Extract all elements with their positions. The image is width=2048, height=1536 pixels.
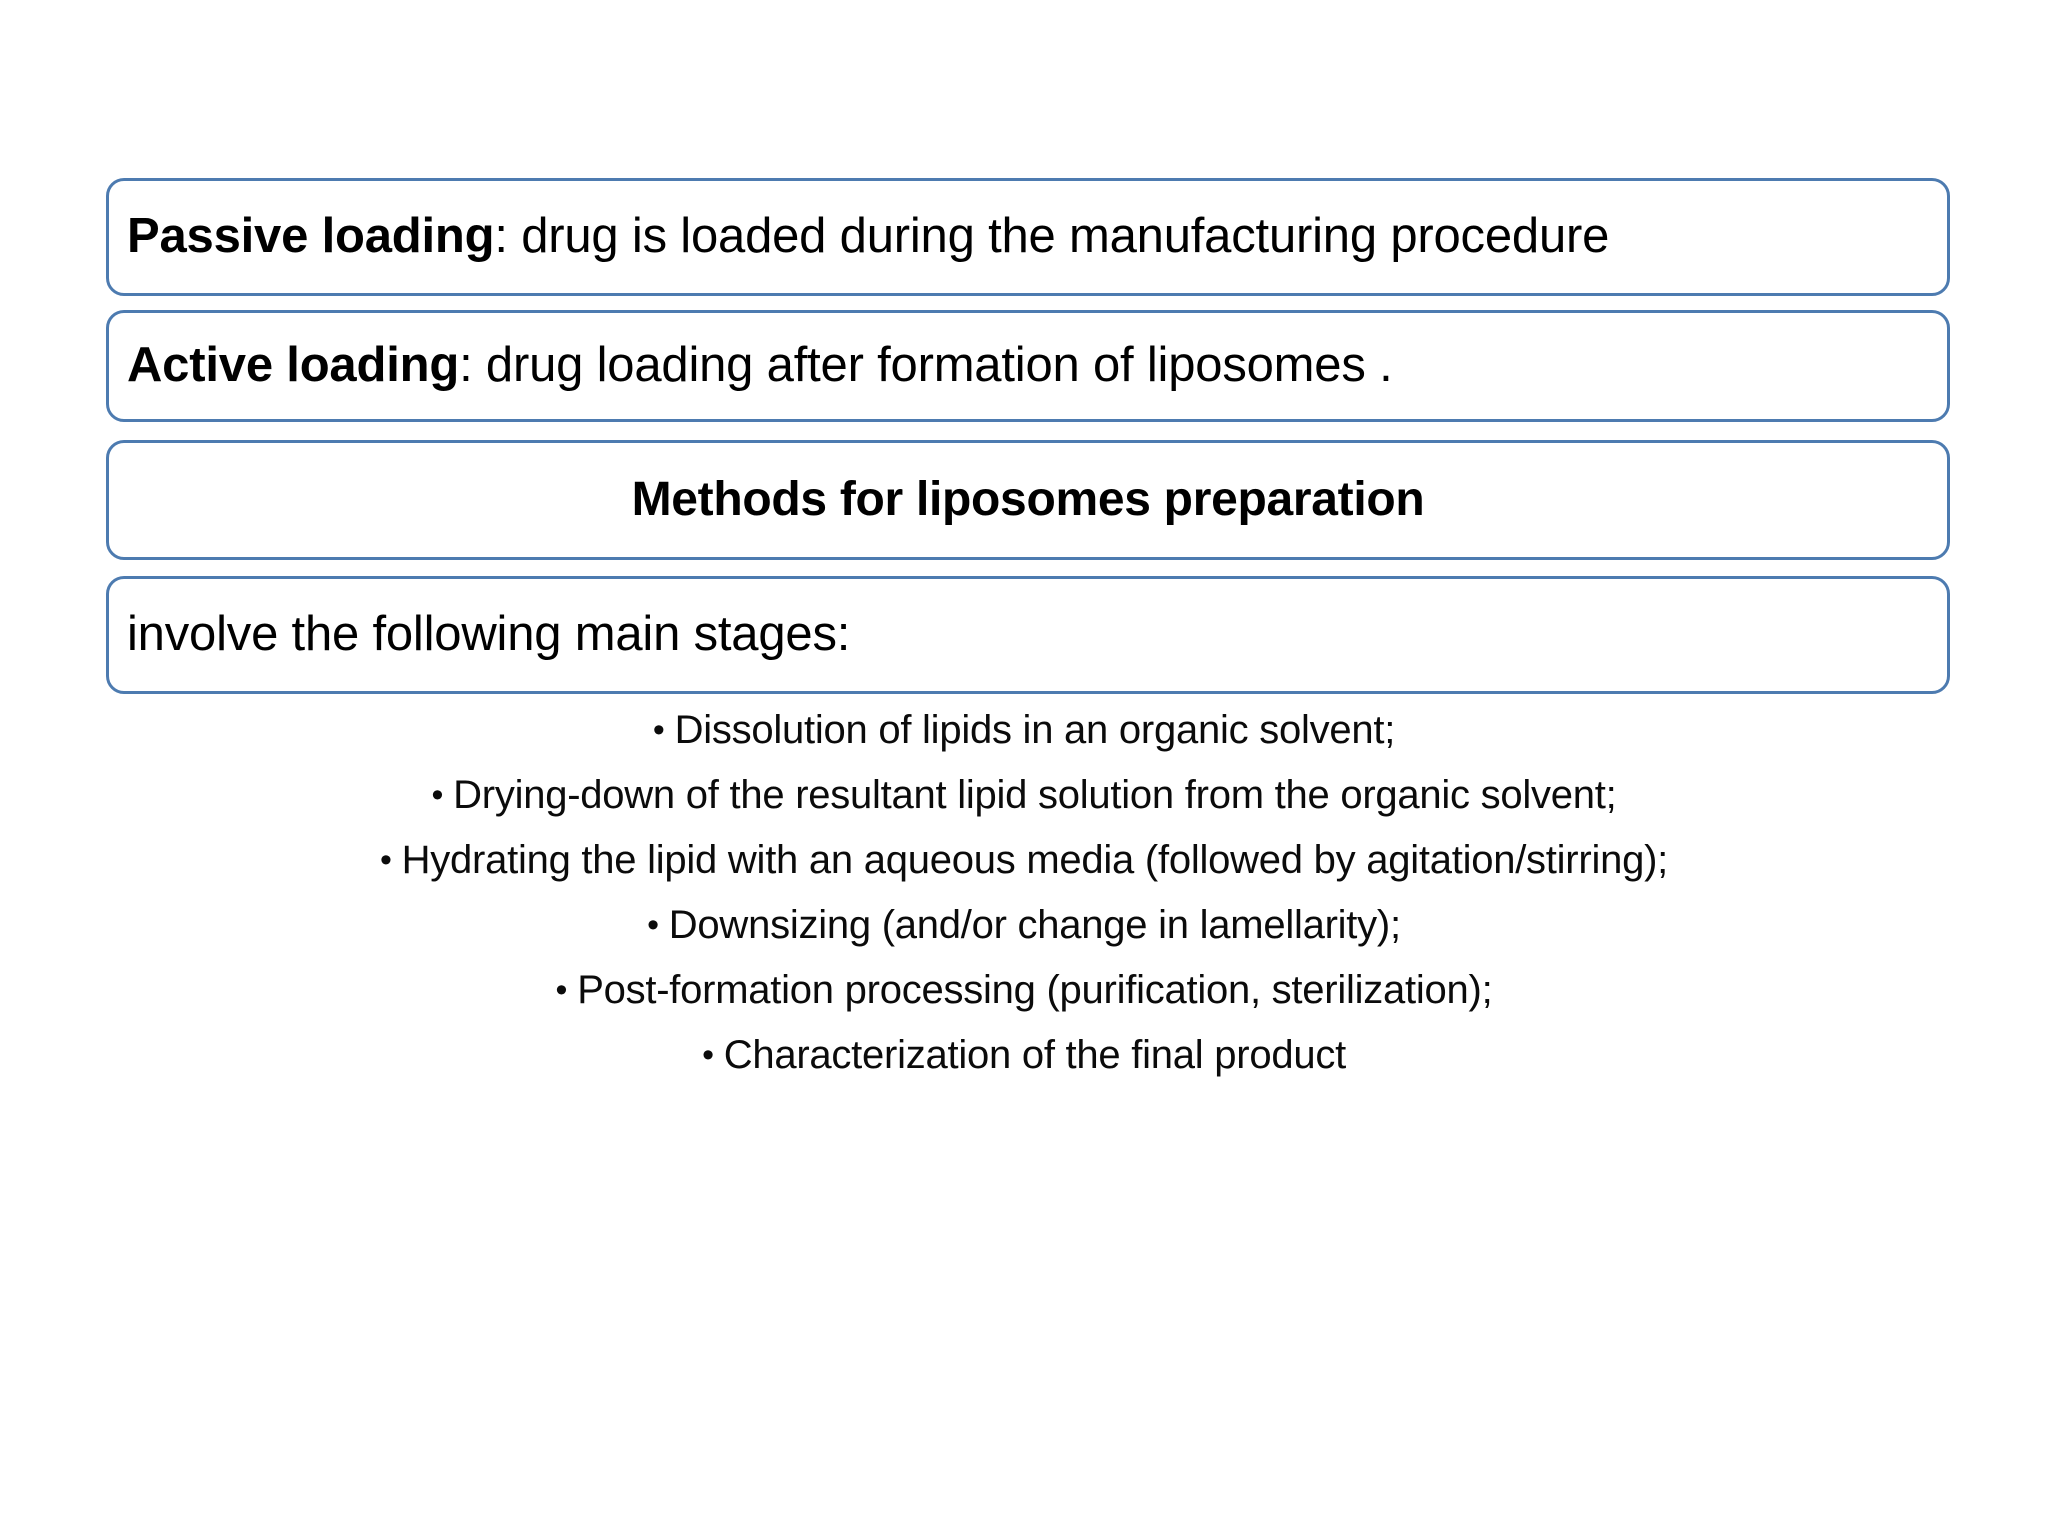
bullet-icon: • — [555, 971, 568, 1009]
list-item: •Post-formation processing (purification… — [0, 958, 2048, 1023]
list-item-label: Hydrating the lipid with an aqueous medi… — [401, 838, 1669, 882]
list-item: •Characterization of the final product — [0, 1023, 2048, 1088]
bullet-icon: • — [652, 711, 665, 749]
list-item: •Dissolution of lipids in an organic sol… — [0, 698, 2048, 763]
list-item: •Downsizing (and/or change in lamellarit… — [0, 893, 2048, 958]
list-item: •Hydrating the lipid with an aqueous med… — [0, 828, 2048, 893]
list-item-label: Drying-down of the resultant lipid solut… — [453, 773, 1617, 817]
list-item-label: Characterization of the final product — [723, 1033, 1346, 1077]
list-item-label: Post-formation processing (purification,… — [577, 968, 1493, 1012]
passive-loading-lead: Passive loading — [127, 209, 495, 264]
active-loading-text: Active loading: drug loading after forma… — [127, 338, 1393, 393]
list-item-label: Dissolution of lipids in an organic solv… — [674, 708, 1396, 752]
callout-box-methods-heading: Methods for liposomes preparation — [106, 440, 1950, 560]
callout-box-passive-loading: Passive loading: drug is loaded during t… — [106, 178, 1950, 296]
passive-loading-text: Passive loading: drug is loaded during t… — [127, 211, 1609, 262]
bullet-icon: • — [379, 841, 392, 879]
list-item-label: Downsizing (and/or change in lamellarity… — [668, 903, 1401, 947]
active-loading-rest: : drug loading after formation of liposo… — [459, 338, 1393, 393]
bullet-icon: • — [647, 906, 659, 944]
list-item: •Drying-down of the resultant lipid solu… — [0, 763, 2048, 828]
methods-heading-text: Methods for liposomes preparation — [631, 472, 1425, 526]
involve-stages-text: involve the following main stages: — [127, 607, 851, 662]
passive-loading-rest: : drug is loaded during the manufacturin… — [494, 209, 1610, 264]
bullet-icon: • — [702, 1036, 714, 1074]
callout-box-involve-stages: involve the following main stages: — [106, 576, 1950, 694]
active-loading-lead: Active loading — [127, 338, 460, 393]
bullet-icon: • — [431, 776, 444, 814]
callout-box-active-loading: Active loading: drug loading after forma… — [106, 310, 1950, 422]
stages-bullet-list: •Dissolution of lipids in an organic sol… — [0, 698, 2048, 1088]
